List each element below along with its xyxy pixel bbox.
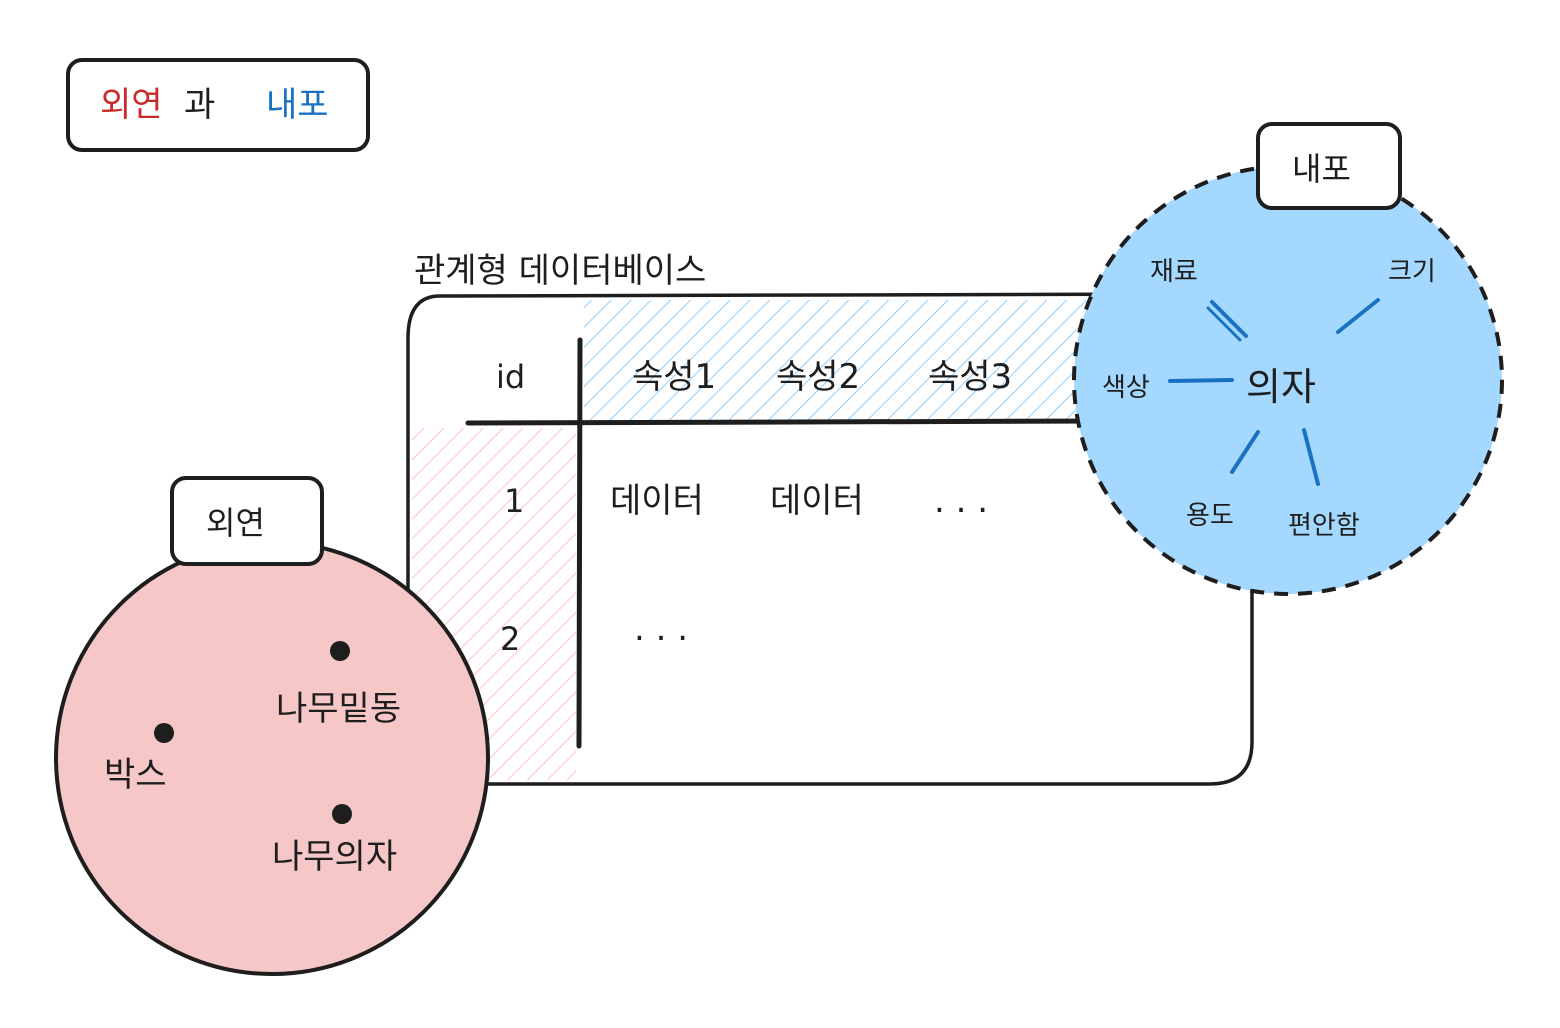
header-id: id xyxy=(496,358,525,396)
intension-label: 내포 xyxy=(1292,150,1351,188)
intension-attribute-5: 편안함 xyxy=(1288,511,1360,541)
intension-label-box: 내포 xyxy=(1256,122,1402,210)
bullet-dot xyxy=(154,723,174,743)
intension-circle: 의자 재료 크기 색상 용도 편안함 xyxy=(1072,164,1504,596)
title-intension: 내포 xyxy=(266,85,329,125)
intension-attribute-2: 크기 xyxy=(1388,257,1436,287)
header-attribute-2: 속성2 xyxy=(776,357,860,397)
extension-circle: 나무밑동 박스 나무의자 xyxy=(54,540,490,976)
extension-item-2: 박스 xyxy=(104,755,167,795)
row-1-cell-3: . . . xyxy=(934,481,988,521)
extension-label: 외연 xyxy=(206,504,265,542)
row-1-cell-1: 데이터 xyxy=(610,481,704,521)
bullet-dot xyxy=(330,641,350,661)
row-2-cell-1: . . . xyxy=(634,609,688,649)
title-extension: 외연 xyxy=(100,85,163,125)
intension-attribute-4: 용도 xyxy=(1186,501,1234,531)
title-box: 외연 과 내포 xyxy=(66,58,370,152)
row-2-id: 2 xyxy=(500,620,520,658)
database-label: 관계형 데이터베이스 xyxy=(414,251,706,291)
header-attribute-1: 속성1 xyxy=(632,357,716,397)
database-table: id 속성1 속성2 속성3 1 데이터 데이터 . . . 2 . . . xyxy=(406,292,1254,786)
intension-center: 의자 xyxy=(1246,365,1316,409)
title-particle: 과 xyxy=(184,85,215,125)
bullet-dot xyxy=(332,804,352,824)
extension-label-box: 외연 xyxy=(170,476,324,566)
extension-item-3: 나무의자 xyxy=(272,837,397,877)
extension-item-1: 나무밑동 xyxy=(276,689,401,729)
header-attribute-3: 속성3 xyxy=(928,357,1012,397)
intension-attribute-1: 재료 xyxy=(1150,257,1198,287)
row-1-cell-2: 데이터 xyxy=(770,481,864,521)
row-1-id: 1 xyxy=(504,482,524,520)
intension-attribute-3: 색상 xyxy=(1102,373,1150,403)
